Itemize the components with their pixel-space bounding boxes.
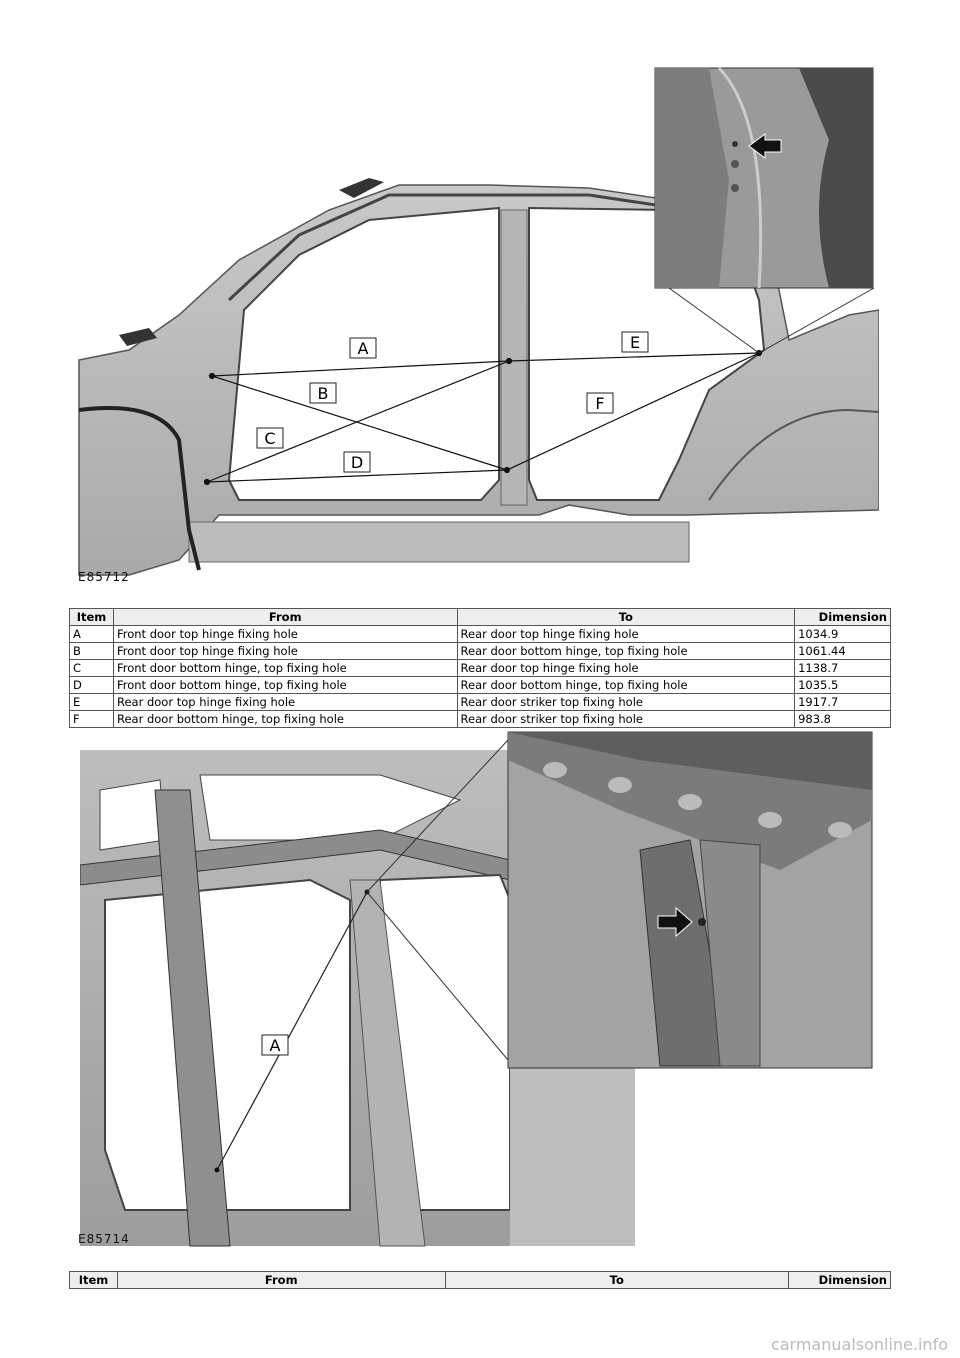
callout-a-label: A <box>358 339 369 358</box>
col-header-item: Item <box>69 1271 118 1289</box>
table-row: F Rear door bottom hinge, top fixing hol… <box>69 710 891 728</box>
table-row: D Front door bottom hinge, top fixing ho… <box>69 676 891 694</box>
cell-from: Front door top hinge fixing hole <box>112 642 458 660</box>
cell-to: Rear door top hinge fixing hole <box>456 659 796 677</box>
col-header-to: To <box>456 608 796 626</box>
callout-a-fig2: A <box>261 1034 289 1056</box>
table-row: A Front door top hinge fixing hole Rear … <box>69 625 891 643</box>
callout-e: E <box>621 331 649 353</box>
roof-pillar-illustration: A <box>80 731 873 1247</box>
callout-d: D <box>343 451 371 473</box>
col-header-item: Item <box>69 608 114 626</box>
body-side-figure-2: A <box>80 730 875 1250</box>
cell-from: Rear door top hinge fixing hole <box>112 693 458 711</box>
callout-c-label: C <box>264 429 275 448</box>
dimension-table-2: Item From To Dimension <box>69 1271 891 1289</box>
col-header-from: From <box>116 1271 446 1289</box>
callout-f-label: F <box>595 394 604 413</box>
cell-dimension: 1061.44 <box>794 642 891 660</box>
callout-b-label: B <box>318 384 329 403</box>
detail-inset-2 <box>507 731 873 1069</box>
cell-dimension: 1034.9 <box>794 625 891 643</box>
figure-2-code: E85714 <box>78 1232 130 1246</box>
table-row: C Front door bottom hinge, top fixing ho… <box>69 659 891 677</box>
detail-inset-1 <box>654 66 874 289</box>
cell-item: F <box>69 710 114 728</box>
cell-dimension: 1917.7 <box>794 693 891 711</box>
cell-item: B <box>69 642 114 660</box>
cell-item: C <box>69 659 114 677</box>
dimension-table-1: Item From To Dimension A Front door top … <box>69 608 891 728</box>
cell-from: Front door bottom hinge, top fixing hole <box>112 659 458 677</box>
callout-f: F <box>586 392 614 414</box>
cell-item: A <box>69 625 114 643</box>
cell-to: Rear door striker top fixing hole <box>456 710 796 728</box>
col-header-dimension: Dimension <box>788 1271 891 1289</box>
col-header-to: To <box>444 1271 790 1289</box>
callout-c: C <box>256 427 284 449</box>
col-header-from: From <box>112 608 458 626</box>
cell-to: Rear door bottom hinge, top fixing hole <box>456 676 796 694</box>
cell-dimension: 1138.7 <box>794 659 891 677</box>
col-header-dimension: Dimension <box>794 608 891 626</box>
cell-to: Rear door bottom hinge, top fixing hole <box>456 642 796 660</box>
callout-a-fig2-label: A <box>270 1036 281 1055</box>
cell-from: Front door bottom hinge, top fixing hole <box>112 676 458 694</box>
cell-dimension: 1035.5 <box>794 676 891 694</box>
callout-d-label: D <box>351 453 363 472</box>
callout-e-label: E <box>630 333 640 352</box>
cell-from: Front door top hinge fixing hole <box>112 625 458 643</box>
callout-b: B <box>309 382 337 404</box>
figure-1-code: E85712 <box>78 570 130 584</box>
callout-a: A <box>349 337 377 359</box>
cell-dimension: 983.8 <box>794 710 891 728</box>
body-side-illustration: A E B F C D <box>78 66 879 576</box>
body-side-figure-1: A E B F C D <box>69 60 879 585</box>
cell-from: Rear door bottom hinge, top fixing hole <box>112 710 458 728</box>
cell-to: Rear door striker top fixing hole <box>456 693 796 711</box>
table-row: B Front door top hinge fixing hole Rear … <box>69 642 891 660</box>
table-header-row: Item From To Dimension <box>69 1271 891 1289</box>
cell-item: D <box>69 676 114 694</box>
cell-to: Rear door top hinge fixing hole <box>456 625 796 643</box>
cell-item: E <box>69 693 114 711</box>
table-row: E Rear door top hinge fixing hole Rear d… <box>69 693 891 711</box>
watermark: carmanualsonline.info <box>770 1335 948 1354</box>
table-header-row: Item From To Dimension <box>69 608 891 626</box>
